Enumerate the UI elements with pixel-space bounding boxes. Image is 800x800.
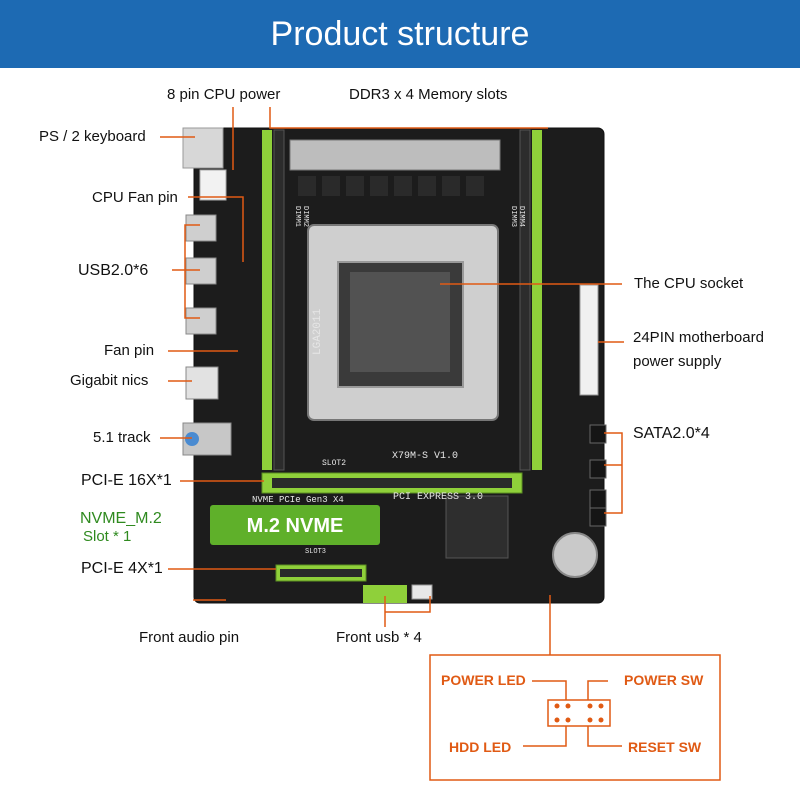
memory-slots-label: DDR3 x 4 Memory slots — [349, 86, 508, 103]
cpu-power-label: 8 pin CPU power — [167, 86, 281, 103]
dimm-b-label: DIMM2 — [301, 206, 309, 227]
power-24pin-label-line2: power supply — [633, 353, 722, 370]
dimm-c-label: DIMM3 — [509, 206, 517, 227]
hdd-led-label: HDD LED — [449, 739, 512, 755]
power-led-label: POWER LED — [441, 672, 526, 688]
pci-express-label: PCI EXPRESS 3.0 — [393, 492, 483, 503]
m2-card-label: M.2 NVME — [247, 515, 344, 537]
sata-label: SATA2.0*4 — [633, 425, 710, 442]
front-usb-label: Front usb * 4 — [336, 629, 422, 646]
reset-sw-label: RESET SW — [628, 739, 702, 755]
slot3-label: SLOT3 — [305, 548, 326, 556]
board-silkscreen: LGA2011 X79M-S V1.0 SLOT2 DIMM1 DIMM2 DI… — [252, 206, 525, 556]
nvme-silk-label: NVME PCIe Gen3 X4 — [252, 495, 344, 505]
cpu-socket-label: The CPU socket — [634, 275, 744, 292]
nvme-slot-label-line2: Slot * 1 — [83, 528, 132, 545]
cpu-socket — [307, 224, 499, 421]
dimm-a-label: DIMM1 — [293, 206, 301, 227]
socket-label: LGA2011 — [312, 308, 324, 355]
model-label: X79M-S V1.0 — [392, 451, 458, 462]
fan-pin-label: Fan pin — [104, 342, 155, 359]
gigabit-nics-label: Gigabit nics — [70, 372, 149, 389]
cpu-fan-label: CPU Fan pin — [92, 189, 178, 206]
title-banner: Product structure — [0, 0, 800, 68]
page-title: Product structure — [270, 14, 530, 53]
front-audio-label: Front audio pin — [139, 629, 240, 646]
audio-track-label: 5.1 track — [93, 429, 151, 446]
front-panel-diagram — [429, 654, 721, 781]
usb20-label: USB2.0*6 — [78, 262, 149, 279]
pcie4-label: PCI-E 4X*1 — [81, 560, 163, 577]
pcie16-label: PCI-E 16X*1 — [81, 472, 172, 489]
motherboard — [182, 127, 607, 604]
slot2-label: SLOT2 — [322, 459, 346, 468]
power-sw-label: POWER SW — [624, 672, 704, 688]
callout-lines — [160, 107, 624, 655]
dimm-d-label: DIMM4 — [517, 206, 525, 227]
ps2-keyboard-label: PS / 2 keyboard — [39, 128, 146, 145]
memory-slots — [262, 129, 542, 471]
power-24pin-label-line1: 24PIN motherboard — [633, 329, 764, 346]
nvme-slot-label-line1: NVME_M.2 — [80, 510, 162, 527]
